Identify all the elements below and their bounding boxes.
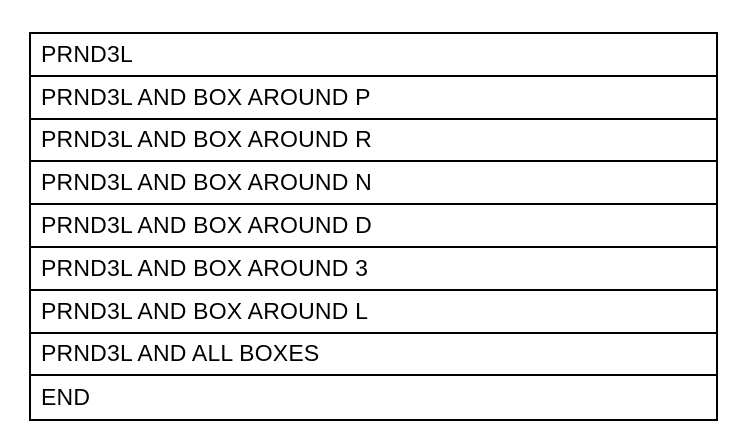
table-row-box-p: PRND3L AND BOX AROUND P xyxy=(31,77,716,120)
table-row-box-3: PRND3L AND BOX AROUND 3 xyxy=(31,248,716,291)
sequence-table: PRND3L PRND3L AND BOX AROUND P PRND3L AN… xyxy=(29,32,718,422)
table-row-all-boxes: PRND3L AND ALL BOXES xyxy=(31,334,716,377)
table-row-prnd3l: PRND3L xyxy=(31,34,716,77)
table-row-box-n: PRND3L AND BOX AROUND N xyxy=(31,162,716,206)
table-row-box-r: PRND3L AND BOX AROUND R xyxy=(31,120,716,163)
table-row-box-l: PRND3L AND BOX AROUND L xyxy=(31,291,716,334)
table-row-box-d: PRND3L AND BOX AROUND D xyxy=(31,205,716,248)
table-row-end: END xyxy=(41,384,91,411)
